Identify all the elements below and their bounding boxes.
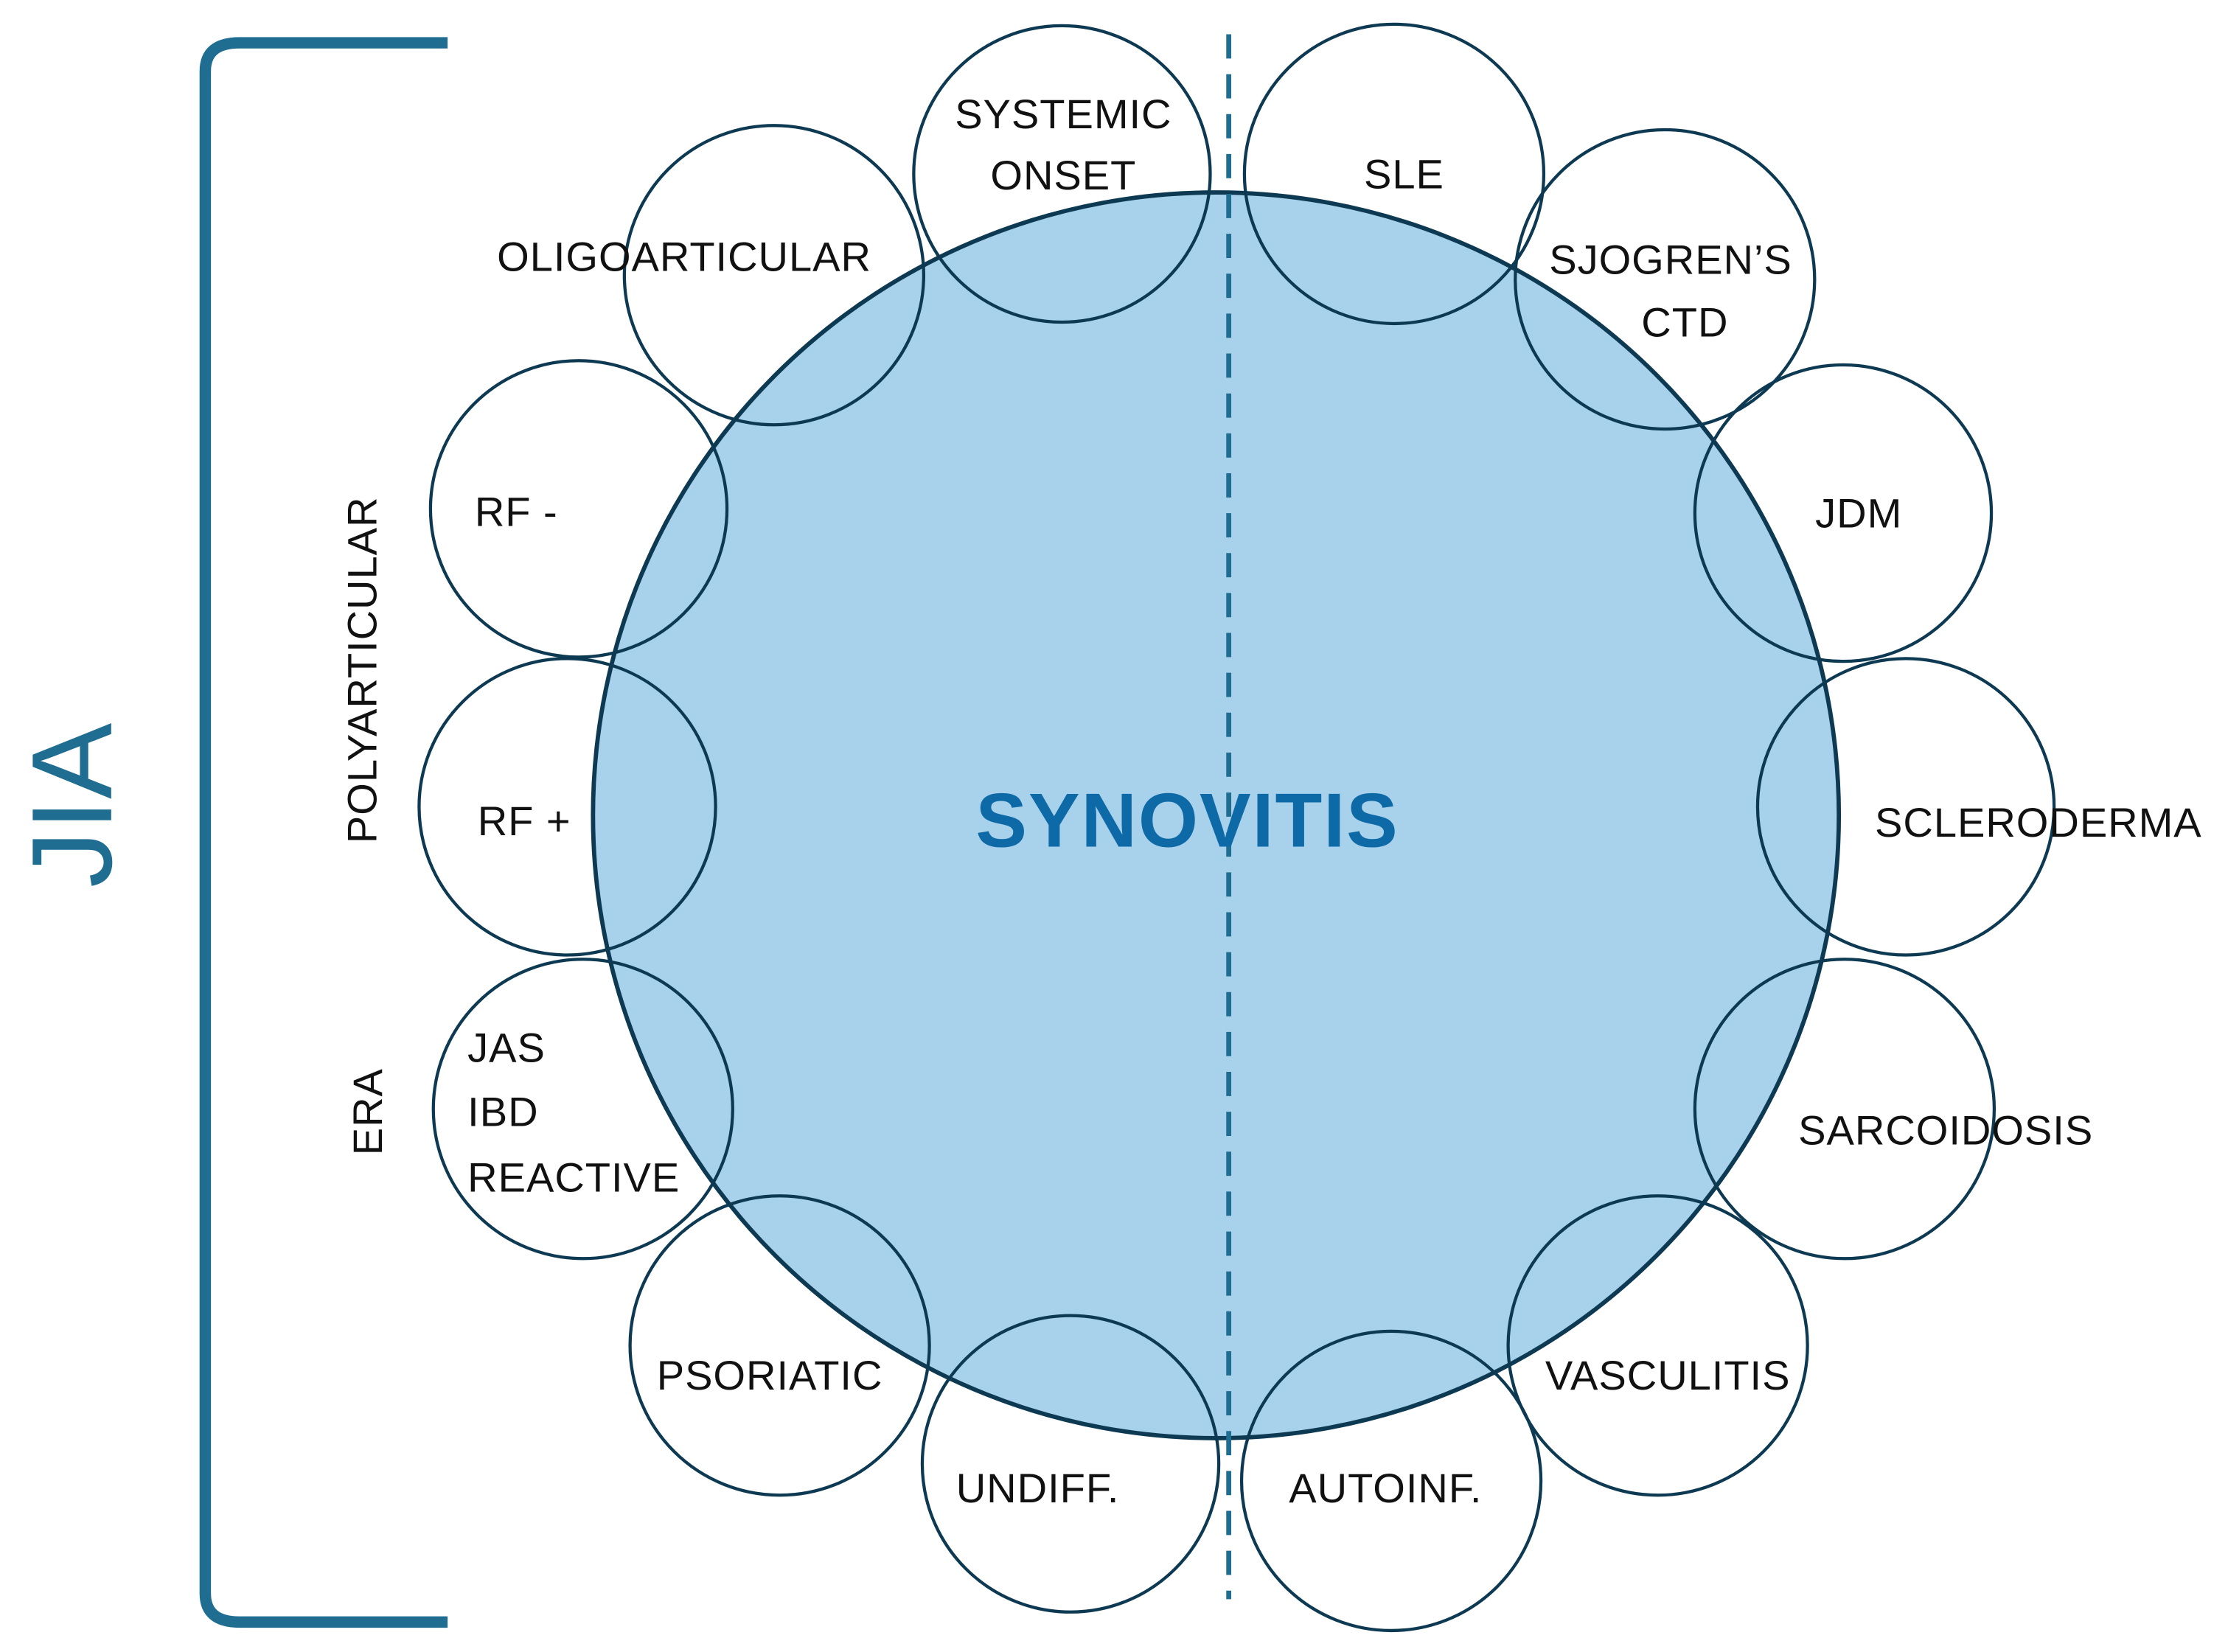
- era-label: ERA: [344, 1068, 391, 1155]
- sjogrens-label-line1: SJOGREN’S: [1549, 236, 1792, 282]
- sjogrens-label-line2: CTD: [1641, 299, 1728, 345]
- sle-circle: [1242, 22, 1546, 326]
- systemic-onset-circle: [912, 24, 1212, 324]
- oligoarticular-label: OLIGOARTICULAR: [497, 233, 871, 279]
- subtype-circles: [417, 22, 2056, 1633]
- autoinflammatory-circle: [1239, 1329, 1543, 1633]
- undifferentiated-circle: [920, 1314, 1221, 1614]
- jia-label: JIA: [8, 723, 136, 888]
- systemic-onset-label-line1: SYSTEMIC: [955, 91, 1172, 137]
- sarcoidosis-label: SARCOIDOSIS: [1798, 1107, 2093, 1154]
- jdm-label: JDM: [1815, 489, 1902, 536]
- jia-bracket: [199, 37, 448, 1628]
- era-subtype-jas-label: JAS: [467, 1024, 546, 1070]
- rf-negative-label: RF -: [475, 489, 558, 535]
- era-circle: [431, 958, 734, 1261]
- oligoarticular-circle: [622, 124, 926, 427]
- psoriatic-label: PSORIATIC: [657, 1352, 883, 1398]
- vasculitis-label: VASCULITIS: [1545, 1352, 1791, 1398]
- sjogrens-ctd-circle: [1514, 128, 1817, 431]
- undifferentiated-label: UNDIFF.: [956, 1465, 1120, 1511]
- era-subtype-ibd-label: IBD: [467, 1088, 538, 1135]
- rf-positive-label: RF +: [478, 798, 571, 844]
- era-subtype-reactive-label: REACTIVE: [467, 1154, 680, 1200]
- jdm-circle: [1693, 363, 1994, 663]
- sarcoidosis-circle: [1693, 958, 1997, 1261]
- psoriatic-circle: [628, 1194, 931, 1497]
- polyarticular-label: POLYARTICULAR: [338, 497, 385, 844]
- rf-negative-circle: [428, 359, 729, 659]
- systemic-onset-label-line2: ONSET: [990, 152, 1136, 198]
- scleroderma-label: SCLERODERMA: [1875, 799, 2202, 846]
- vasculitis-circle: [1506, 1194, 1809, 1497]
- center-title: SYNOVITIS: [975, 778, 1399, 864]
- rf-positive-circle: [417, 657, 717, 957]
- autoinflammatory-label: AUTOINF.: [1289, 1465, 1482, 1511]
- sle-label: SLE: [1364, 150, 1444, 197]
- scleroderma-circle: [1755, 657, 2056, 957]
